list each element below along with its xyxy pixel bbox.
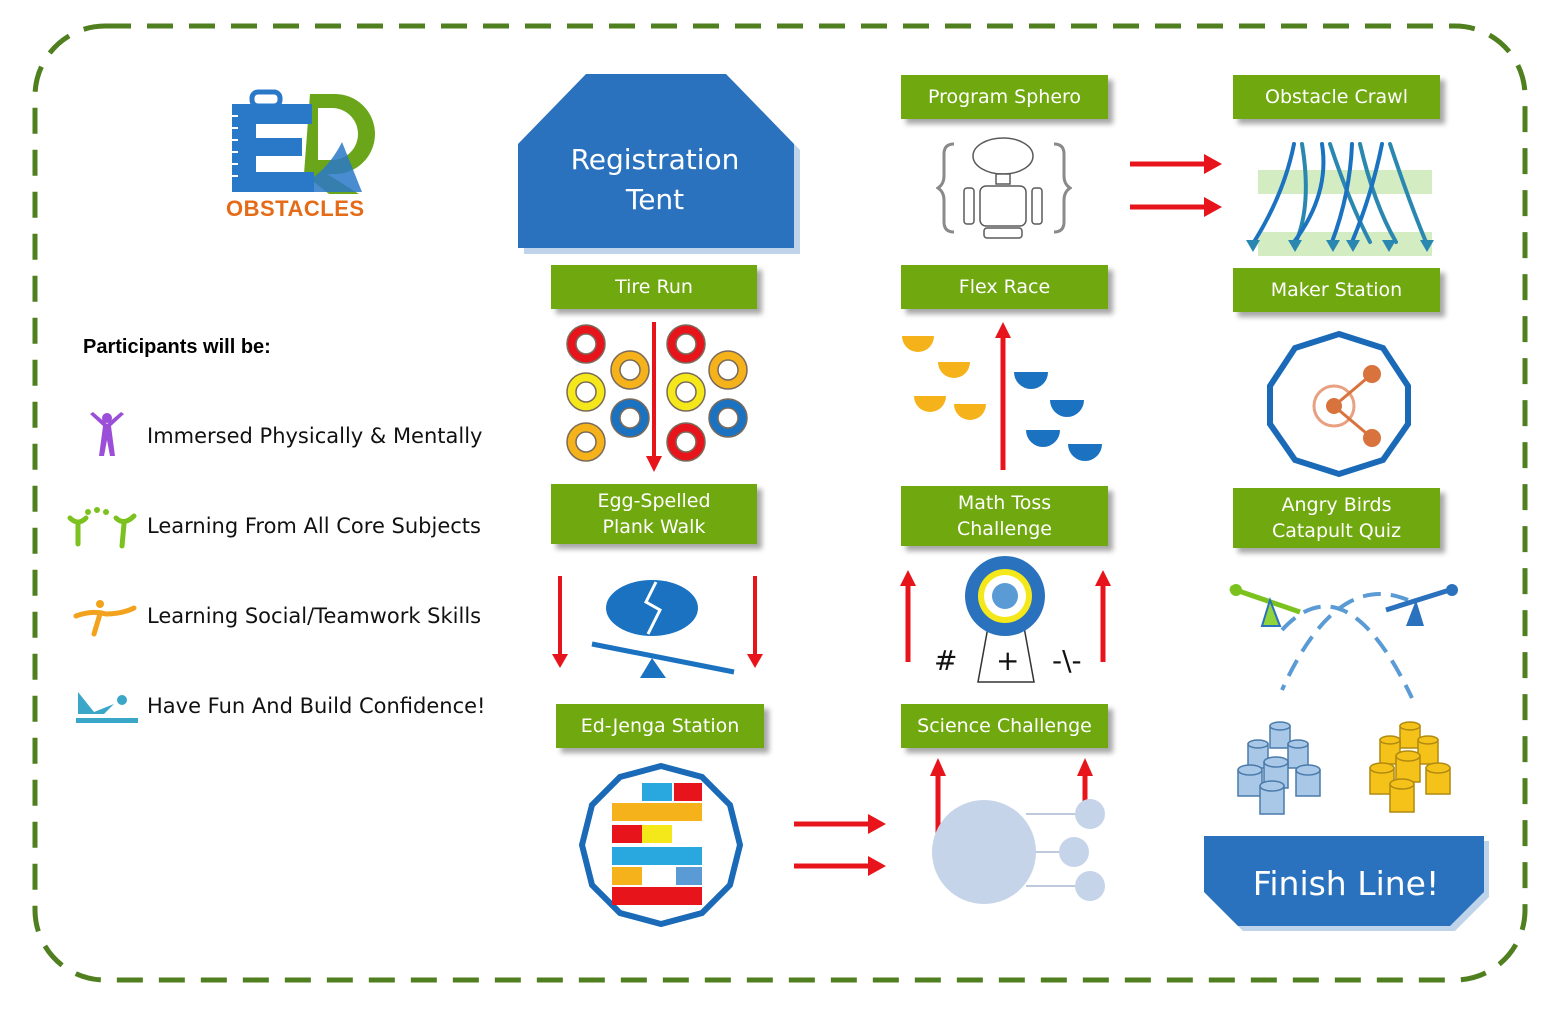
registration-tent-label: Registration Tent — [570, 143, 740, 216]
person-running-icon — [73, 600, 137, 637]
station-math-toss: Math Toss Challenge — [901, 486, 1108, 546]
minus-symbol: -\- — [1052, 644, 1082, 677]
hash-symbol: # — [934, 644, 958, 677]
catapult-cans-icon — [1229, 584, 1458, 815]
station-egg-plank-walk: Egg-Spelled Plank Walk — [551, 484, 757, 544]
plus-symbol: + — [996, 644, 1020, 677]
maker-share-icon — [1267, 330, 1411, 478]
science-molecule-icon — [930, 758, 1105, 904]
station-obstacle-crawl: Obstacle Crawl — [1233, 75, 1440, 119]
people-group-icon — [67, 507, 137, 549]
legend-heading: Participants will be: — [83, 336, 271, 358]
arrows-right-icon — [1130, 154, 1222, 217]
logo-text: OBSTACLES — [226, 196, 365, 221]
person-jumping-icon — [90, 412, 124, 456]
person-swimming-icon — [76, 692, 138, 723]
station-ed-jenga: Ed-Jenga Station — [556, 704, 764, 748]
crawl-paths-icon — [1246, 142, 1434, 256]
flex-race-icon — [902, 322, 1102, 470]
registration-tent-shape — [518, 74, 800, 254]
station-science-challenge: Science Challenge — [901, 704, 1108, 748]
station-angry-birds: Angry Birds Catapult Quiz — [1233, 488, 1440, 548]
legend-item-label: Have Fun And Build Confidence! — [147, 694, 486, 718]
target-toss-icon — [900, 556, 1111, 683]
station-program-sphero: Program Sphero — [901, 75, 1108, 119]
station-maker: Maker Station — [1233, 268, 1440, 312]
logo: OBSTACLES — [222, 86, 377, 226]
station-flex-race: Flex Race — [901, 265, 1108, 309]
egg-plank-icon — [552, 576, 763, 678]
station-tire-run: Tire Run — [551, 265, 757, 309]
jenga-tower-icon — [578, 762, 744, 928]
finish-line-label: Finish Line! — [1252, 864, 1440, 903]
legend-item-label: Immersed Physically & Mentally — [147, 424, 483, 448]
finish-line-shape — [1204, 836, 1489, 931]
arrows-right-icon — [794, 814, 886, 876]
legend-item-label: Learning From All Core Subjects — [147, 514, 481, 538]
legend-item-label: Learning Social/Teamwork Skills — [147, 604, 482, 628]
tires-icon — [566, 322, 748, 472]
robot-code-icon — [936, 137, 1072, 239]
logo-mark-icon — [226, 89, 375, 194]
